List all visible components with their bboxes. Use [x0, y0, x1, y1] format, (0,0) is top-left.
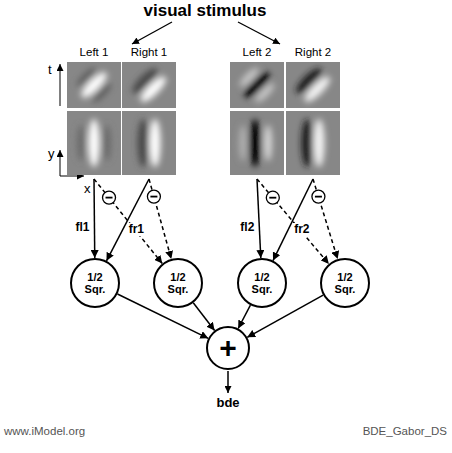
- receptive-field: Right 1: [122, 46, 176, 175]
- gabor-images: [230, 62, 284, 175]
- signal-label: fr2: [293, 223, 310, 236]
- circle-shape: [207, 327, 249, 369]
- node-label: 1/2 Sqr.: [246, 271, 278, 295]
- excitatory-connection: [273, 179, 313, 261]
- gabor-images: [286, 62, 340, 175]
- gabor-patch: [67, 111, 121, 175]
- receptive-field: Right 2: [286, 46, 340, 175]
- stimulus-arrow: [132, 22, 172, 44]
- output-arrow: [227, 371, 229, 393]
- inhibition-sign: [103, 191, 116, 204]
- gabor-patch: [230, 111, 284, 175]
- square-node: 1/2 Sqr.: [320, 258, 370, 308]
- square-node: 1/2 Sqr.: [70, 258, 120, 308]
- eye-label: Right 1: [122, 46, 176, 58]
- gabor-patch: [122, 62, 176, 108]
- axis-label: x: [84, 181, 91, 196]
- node-label: 1/2 Sqr.: [162, 271, 194, 295]
- footer-text: www.iModel.org: [4, 425, 85, 437]
- x-axis: [60, 176, 84, 177]
- inhibitory-connection: [257, 179, 329, 264]
- circle-shape: [154, 259, 202, 307]
- signal-label: fl2: [239, 221, 255, 234]
- circle-shape: [238, 259, 286, 307]
- gabor-patch: [67, 62, 121, 108]
- signal-label: fl1: [74, 221, 90, 234]
- output-label: bde: [216, 395, 239, 410]
- gabor-patch: [286, 62, 340, 108]
- diagram-title: visual stimulus: [144, 1, 267, 21]
- gabor-patch: [230, 62, 284, 108]
- gabor-patch: [122, 111, 176, 175]
- node-label: 1/2 Sqr.: [329, 271, 361, 295]
- inhibition-sign: [147, 190, 160, 203]
- square-node: 1/2 Sqr.: [237, 258, 287, 308]
- eye-label: Right 2: [286, 46, 340, 58]
- t-axis: [60, 64, 61, 106]
- inhibitory-connection: [94, 179, 162, 264]
- signal-label: fr1: [128, 223, 145, 236]
- excitatory-connection: [238, 305, 250, 328]
- gabor-images: [122, 62, 176, 175]
- receptive-field: Left 2: [230, 46, 284, 175]
- circle-shape: [71, 259, 119, 307]
- square-node: 1/2 Sqr.: [153, 258, 203, 308]
- gabor-images: [67, 62, 121, 175]
- receptive-field: Left 1: [67, 46, 121, 175]
- excitatory-connection: [257, 179, 261, 258]
- excitatory-connection: [93, 179, 95, 258]
- stimulus-arrow: [238, 22, 280, 44]
- eye-label: Left 1: [67, 46, 121, 58]
- y-axis: [60, 150, 61, 176]
- plus-sign: +: [219, 333, 237, 363]
- eye-label: Left 2: [230, 46, 284, 58]
- inhibition-sign: [312, 190, 325, 203]
- gabor-patch: [286, 111, 340, 175]
- footer-text: BDE_Gabor_DS: [363, 425, 447, 437]
- excitatory-connection: [193, 303, 214, 331]
- inhibition-sign: [266, 191, 279, 204]
- sum-node: +: [206, 326, 250, 370]
- circle-shape: [321, 259, 369, 307]
- axis-label: t: [48, 62, 52, 77]
- axis-label: y: [48, 146, 55, 161]
- excitatory-connection: [107, 179, 149, 261]
- node-label: 1/2 Sqr.: [79, 271, 111, 295]
